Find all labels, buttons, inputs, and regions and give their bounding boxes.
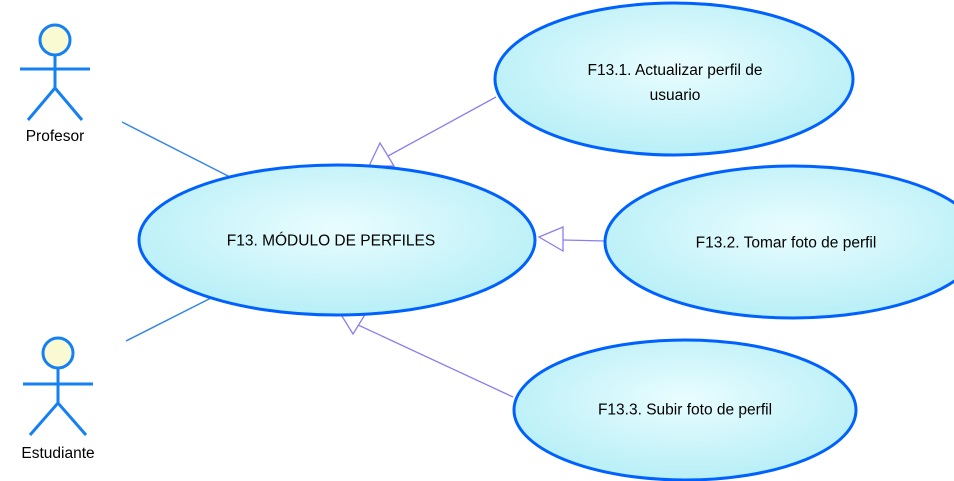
use-case-f13-3-label: F13.3. Subir foto de perfil xyxy=(598,402,772,419)
use-case-f13-2-label: F13.2. Tomar foto de perfil xyxy=(696,235,877,252)
use-case-f13-1-label-line2: usuario xyxy=(650,87,701,104)
actor-estudiante-label: Estudiante xyxy=(21,445,94,462)
actor-icon xyxy=(20,23,90,121)
generalization-f13-2 xyxy=(537,226,607,253)
use-case-f13[interactable]: F13. MÓDULO DE PERFILES xyxy=(137,163,537,317)
actor-icon xyxy=(23,336,93,436)
generalization-f13-3 xyxy=(338,312,514,398)
use-case-f13-1[interactable]: F13.1. Actualizar perfil de usuario xyxy=(493,1,855,157)
actor-estudiante[interactable]: Estudiante xyxy=(21,336,95,462)
actor-profesor-label: Profesor xyxy=(26,128,85,145)
actor-profesor[interactable]: Profesor xyxy=(20,23,90,145)
generalization-f13-1 xyxy=(367,96,497,167)
use-case-f13-3[interactable]: F13.3. Subir foto de perfil xyxy=(512,338,858,481)
use-case-f13-2[interactable]: F13.2. Tomar foto de perfil xyxy=(603,164,954,320)
use-case-f13-1-label-line1: F13.1. Actualizar perfil de xyxy=(588,62,763,79)
association-line-estudiante xyxy=(125,297,212,342)
association-line-profesor xyxy=(121,121,233,179)
use-case-f13-label: F13. MÓDULO DE PERFILES xyxy=(227,233,435,250)
